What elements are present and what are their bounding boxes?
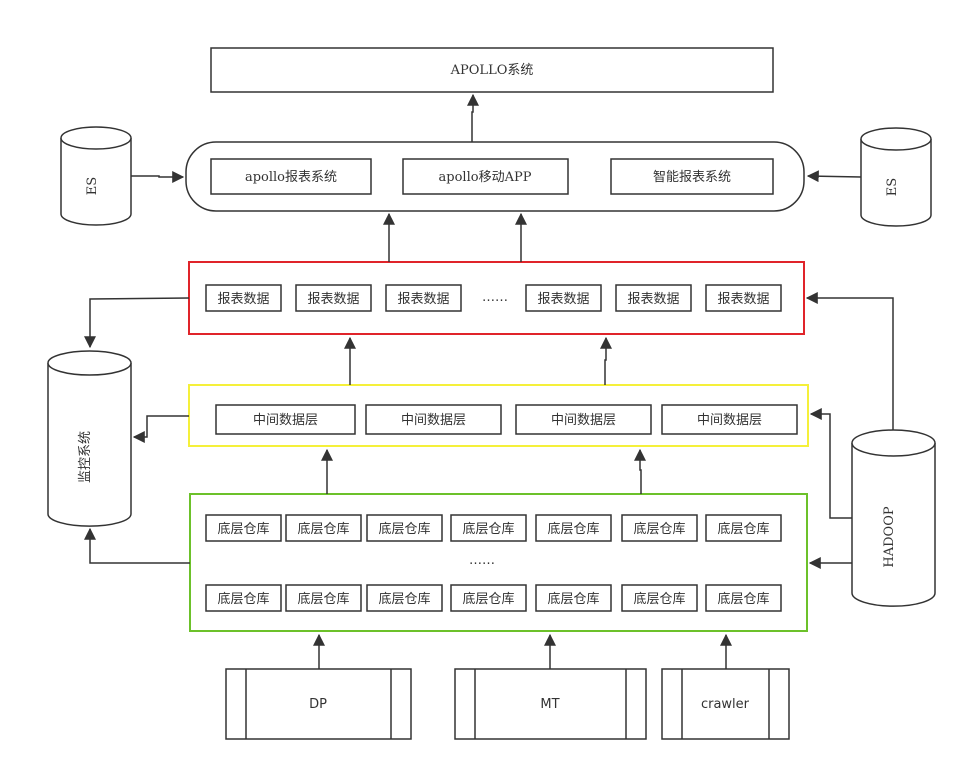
- middle-item: 中间数据层: [365, 404, 502, 435]
- source-dp: DP: [225, 668, 412, 740]
- arrow-middle-to-report-2: [600, 336, 612, 385]
- item-label: 底层仓库: [378, 521, 430, 537]
- item-label: 底层仓库: [717, 591, 769, 607]
- arrow-es-right-to-apps: [806, 170, 862, 183]
- es-right-label: ES: [885, 178, 900, 196]
- item-label: 报表数据: [217, 292, 269, 307]
- item-label: 底层仓库: [297, 521, 349, 537]
- arrow-report-to-monitor: [84, 297, 190, 349]
- warehouse-item: 底层仓库: [450, 584, 527, 612]
- hadoop-label: HADOOP: [882, 506, 897, 567]
- arrow-middle-to-monitor: [132, 415, 189, 443]
- arrow-hadoop-to-middle: [809, 408, 852, 519]
- item-label: 底层仓库: [633, 591, 685, 607]
- base-warehouse-layer: 底层仓库 底层仓库 底层仓库 底层仓库 底层仓库 底层仓库 底层仓库 …… 底层…: [189, 493, 808, 632]
- es-left-label: ES: [85, 177, 100, 195]
- source-label: DP: [309, 697, 327, 712]
- source-label: crawler: [701, 697, 750, 712]
- item-label: 底层仓库: [378, 591, 430, 607]
- item-label: 报表数据: [397, 292, 449, 307]
- warehouse-item: 底层仓库: [285, 584, 362, 612]
- apps-container: apollo报表系统 apollo移动APP 智能报表系统: [185, 141, 805, 212]
- item-label: 底层仓库: [633, 521, 685, 537]
- report-item: 报表数据: [615, 284, 692, 312]
- arrow-apps-to-apollo: [467, 93, 479, 142]
- arrow-base-to-monitor: [84, 527, 190, 564]
- warehouse-item: 底层仓库: [366, 514, 443, 542]
- warehouse-item: 底层仓库: [705, 584, 782, 612]
- item-label: 底层仓库: [547, 591, 599, 607]
- report-item: 报表数据: [385, 284, 462, 312]
- report-item: 报表数据: [205, 284, 282, 312]
- item-label: 底层仓库: [217, 591, 269, 607]
- item-label: 中间数据层: [401, 413, 466, 428]
- warehouse-item: 底层仓库: [621, 514, 698, 542]
- item-label: 报表数据: [537, 292, 589, 307]
- app-label: apollo报表系统: [245, 170, 337, 185]
- warehouse-row-1: 底层仓库 底层仓库 底层仓库 底层仓库 底层仓库 底层仓库 底层仓库: [205, 514, 782, 542]
- arrow-base-to-middle-2: [634, 448, 646, 494]
- es-right-cylinder: ES: [860, 127, 932, 227]
- app-label: apollo移动APP: [439, 170, 532, 185]
- warehouse-item: 底层仓库: [285, 514, 362, 542]
- hadoop-cylinder: HADOOP: [851, 429, 936, 607]
- item-label: 报表数据: [627, 292, 679, 307]
- item-label: 中间数据层: [551, 413, 616, 428]
- app-box-reports: apollo报表系统: [210, 158, 372, 195]
- middle-item: 中间数据层: [515, 404, 652, 435]
- warehouse-ellipsis: ……: [469, 553, 495, 568]
- item-label: 中间数据层: [697, 413, 762, 428]
- item-label: 中间数据层: [253, 413, 318, 428]
- report-item: 报表数据: [525, 284, 602, 312]
- item-label: 底层仓库: [462, 591, 514, 607]
- app-box-smart-reports: 智能报表系统: [610, 158, 774, 195]
- item-label: 底层仓库: [717, 521, 769, 537]
- item-label: 底层仓库: [462, 521, 514, 537]
- app-label: 智能报表系统: [653, 170, 731, 185]
- arrow-hadoop-to-report: [805, 292, 894, 430]
- warehouse-row-2: 底层仓库 底层仓库 底层仓库 底层仓库 底层仓库 底层仓库 底层仓库: [205, 584, 782, 612]
- warehouse-item: 底层仓库: [535, 514, 612, 542]
- monitor-system-cylinder: 监控系统: [47, 350, 132, 527]
- report-item: 报表数据: [705, 284, 782, 312]
- item-label: 底层仓库: [297, 591, 349, 607]
- middle-data-layer: 中间数据层 中间数据层 中间数据层 中间数据层: [188, 384, 809, 447]
- apollo-system-box: APOLLO系统: [210, 47, 774, 93]
- source-label: MT: [540, 697, 559, 712]
- warehouse-item: 底层仓库: [450, 514, 527, 542]
- report-ellipsis: ……: [482, 290, 508, 305]
- warehouse-item: 底层仓库: [205, 584, 282, 612]
- connectors: [84, 93, 894, 669]
- es-left-cylinder: ES: [60, 126, 132, 226]
- item-label: 底层仓库: [547, 521, 599, 537]
- app-box-mobile: apollo移动APP: [402, 158, 569, 195]
- report-item: 报表数据: [295, 284, 372, 312]
- apollo-system-label: APOLLO系统: [450, 63, 534, 78]
- report-data-layer: 报表数据 报表数据 报表数据 …… 报表数据 报表数据 报表数据: [188, 261, 805, 335]
- warehouse-item: 底层仓库: [535, 584, 612, 612]
- item-label: 报表数据: [307, 292, 359, 307]
- warehouse-item: 底层仓库: [621, 584, 698, 612]
- source-crawler: crawler: [661, 668, 790, 740]
- warehouse-item: 底层仓库: [205, 514, 282, 542]
- arrow-es-left-to-apps: [131, 171, 185, 183]
- warehouse-item: 底层仓库: [705, 514, 782, 542]
- monitor-system-label: 监控系统: [78, 431, 93, 483]
- source-mt: MT: [454, 668, 647, 740]
- warehouse-item: 底层仓库: [366, 584, 443, 612]
- middle-item: 中间数据层: [215, 404, 356, 435]
- item-label: 报表数据: [717, 292, 769, 307]
- middle-item: 中间数据层: [661, 404, 798, 435]
- item-label: 底层仓库: [217, 521, 269, 537]
